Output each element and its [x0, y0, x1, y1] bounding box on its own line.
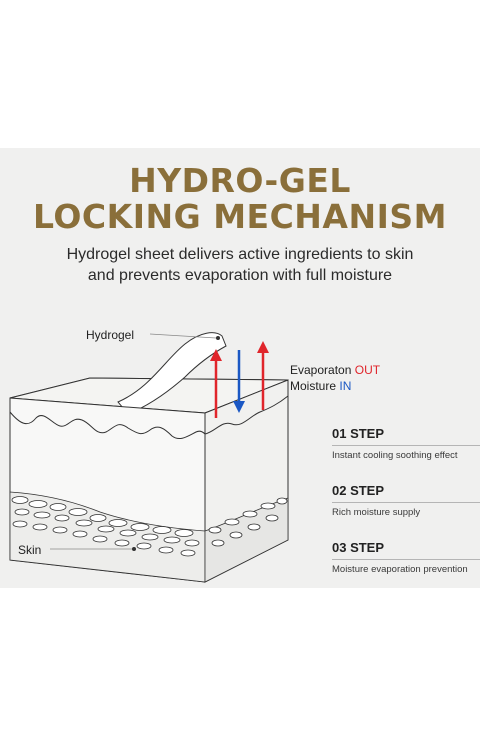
page-title-line2: LOCKING MECHANISM — [33, 197, 447, 236]
hydrogel-leader — [149, 333, 220, 340]
evaporation-arrow-left — [210, 349, 222, 418]
step-3-desc: Moisture evaporation prevention — [332, 564, 468, 575]
moisture-in-tag: IN — [339, 379, 352, 393]
epidermis-layer — [9, 395, 289, 439]
evaporation-label: Evaporaton OUT — [290, 364, 380, 376]
step-1-desc: Instant cooling soothing effect — [332, 450, 458, 461]
evaporation-arrow-right — [257, 341, 269, 410]
skin-label: Skin — [18, 543, 42, 557]
base-cell-layer — [9, 491, 289, 583]
evaporation-out-tag: OUT — [354, 363, 381, 377]
step-3-divider — [332, 559, 480, 560]
step-2-divider — [332, 502, 480, 503]
moisture-in-arrow — [233, 350, 245, 413]
step-1-title: 01 STEP — [332, 426, 385, 441]
step-1-divider — [332, 445, 480, 446]
skin-leader — [50, 547, 136, 551]
evaporation-text: Evaporaton — [290, 363, 352, 377]
hydrogel-label: Hydrogel — [86, 328, 135, 342]
step-2-title: 02 STEP — [332, 483, 385, 498]
subtitle-line1: Hydrogel sheet delivers active ingredien… — [66, 246, 414, 263]
page-title-line1: HYDRO-GEL — [129, 161, 351, 200]
moisture-text: Moisture — [290, 379, 337, 393]
step-2-desc: Rich moisture supply — [332, 507, 421, 518]
step-3-title: 03 STEP — [332, 540, 385, 555]
moisture-label: Moisture IN — [290, 380, 351, 392]
subtitle-line2: and prevents evaporation with full moist… — [87, 267, 393, 284]
